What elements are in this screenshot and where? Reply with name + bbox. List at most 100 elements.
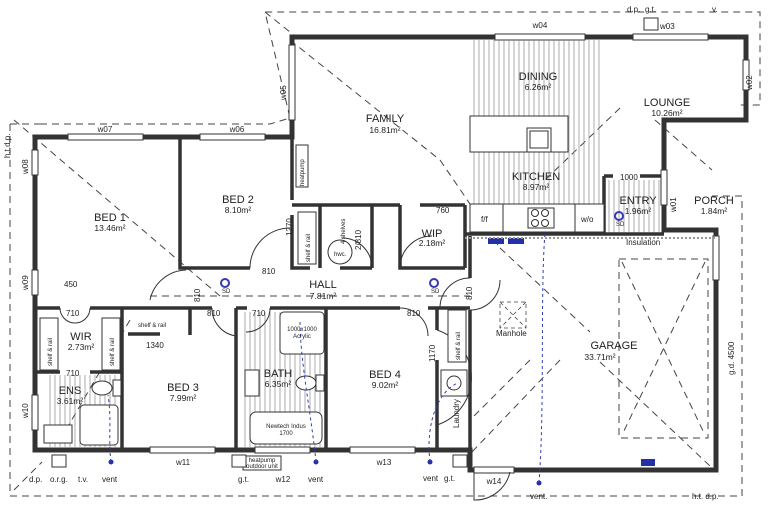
area-wir: 2.73m² (68, 342, 95, 352)
label-tv: t.v. (78, 475, 88, 484)
label-bath-model: Newtech Indus (266, 424, 306, 430)
label-htdp-left: h.t.d.p. (3, 134, 12, 158)
fixture-labels: shelf & rail 4 shelves hwc. heatpump she… (48, 159, 660, 470)
area-kitchen: 8.97m² (523, 182, 550, 192)
dim-1270: 1270 (285, 218, 294, 236)
smoke-detector-icon (220, 278, 230, 288)
gully-trap-icon (452, 454, 468, 468)
area-lounge: 10.26m² (651, 108, 682, 118)
dim-1340: 1340 (146, 341, 164, 350)
ens-vanity (43, 424, 73, 444)
area-ens: 3.61m² (57, 396, 84, 406)
label-shower-type: Acrylic (293, 334, 311, 340)
dim-2-810: 2/810 (354, 229, 363, 250)
dim-garage-door: g.d. 4500 (727, 341, 736, 375)
label-bath-length: 1700 (279, 431, 293, 437)
label-heatpump: heatpump (300, 159, 306, 186)
area-porch: 1.84m² (701, 206, 728, 216)
label-4-shelves: 4 shelves (341, 219, 347, 244)
room-bed2: BED 2 (222, 194, 254, 206)
label-vent-2: vent (308, 475, 324, 484)
area-wip: 2.18m² (419, 238, 446, 248)
dim-810-hall: 810 (193, 288, 202, 302)
label-w10: w10 (21, 403, 30, 419)
exterior-walls (32, 34, 749, 473)
label-vent-3: vent (423, 474, 439, 483)
label-gt-1: g.t. (238, 475, 249, 484)
label-w12: w12 (275, 475, 291, 484)
room-laundry: Laundry (452, 399, 461, 428)
label-manhole: Manhole (496, 329, 527, 338)
label-dp-bottom: d.p. (29, 475, 42, 484)
label-w04: w04 (532, 21, 548, 30)
label-shelf-rail-laundry: shelf & rail (456, 332, 462, 360)
room-porch: PORCH (694, 195, 734, 207)
label-w02: w02 (745, 75, 754, 91)
smoke-detector-icon (614, 211, 624, 221)
wir-shelf-right (101, 317, 121, 371)
heatpump-indoor (295, 144, 309, 188)
laundry-tub (440, 369, 468, 397)
label-w06: w06 (229, 125, 245, 134)
area-bath: 6.35m² (265, 379, 292, 389)
label-w13: w13 (376, 458, 392, 467)
window-labels: w04 w03 w02 w05 w07 w06 w08 w09 w10 w11 … (21, 21, 754, 486)
gully-trap-icon (51, 454, 67, 468)
garage-elements (465, 237, 716, 466)
label-w01: w01 (669, 197, 678, 213)
dim-710-wir: 710 (66, 309, 80, 318)
dim-810-garage: 810 (465, 286, 474, 300)
room-lounge: LOUNGE (644, 97, 690, 109)
room-kitchen: KITCHEN (512, 171, 560, 183)
label-gt-top: g.t. (645, 5, 656, 14)
label-insulation: Insulation (626, 238, 660, 247)
label-shelf-rail-wir-right: shelf & rail (110, 338, 116, 366)
area-hall: 7.81m² (310, 291, 337, 301)
room-entry: ENTRY (619, 195, 657, 207)
area-entry: 1.96m² (625, 206, 652, 216)
dim-810-bed2: 810 (262, 267, 276, 276)
windows (31, 33, 750, 474)
room-bed4: BED 4 (369, 369, 401, 381)
label-w08: w08 (21, 159, 30, 175)
label-shelf-rail-wir-left: shelf & rail (48, 338, 54, 366)
area-bed3: 7.99m² (170, 393, 197, 403)
label-vent-4: vent. (530, 492, 547, 501)
label-hwc: hwc. (334, 252, 347, 258)
area-bed2: 8.10m² (225, 205, 252, 215)
dim-1170: 1170 (428, 344, 437, 362)
bathroom-fixtures (39, 144, 468, 471)
area-family: 16.81m² (369, 125, 400, 135)
label-shelf-rail-linen: shelf & rail (306, 234, 312, 262)
label-w05: w05 (279, 85, 288, 101)
room-bath: BATH (264, 368, 293, 380)
gully-trap-icon (231, 454, 247, 468)
services (51, 17, 659, 486)
label-sd-entry: SD (616, 222, 625, 228)
label-vent-1: vent (102, 475, 118, 484)
label-shelf-rail-bed3: shelf & rail (138, 323, 166, 329)
kitchen-joinery (469, 115, 605, 244)
room-labels: FAMILY 16.81m² DINING 6.26m² LOUNGE 10.2… (57, 71, 734, 428)
dim-760: 760 (436, 206, 450, 215)
room-wir: WIR (70, 331, 91, 343)
bath-vanity (244, 369, 260, 397)
area-bed4: 9.02m² (372, 380, 399, 390)
label-wall-oven: w/o (580, 215, 594, 224)
room-dining: DINING (519, 71, 558, 83)
room-family: FAMILY (366, 113, 405, 125)
room-hall: HALL (309, 279, 337, 291)
service-labels: d.p. g.t. v. h.t.d.p. d.p. o.r.g. t.v. v… (3, 5, 719, 501)
gully-trap-icon (643, 17, 659, 31)
label-v-top: v. (712, 5, 718, 14)
cooktop (527, 207, 555, 229)
dim-710-ens: 710 (66, 369, 80, 378)
label-heatpump-outdoor-2: outdoor unit (246, 464, 278, 470)
area-dining: 6.26m² (525, 82, 552, 92)
label-htdp-right: h.t. d.p. (692, 492, 719, 501)
laundry-shelf (447, 309, 467, 363)
dim-450: 450 (64, 280, 78, 289)
linen-shelf (297, 211, 317, 265)
label-org: o.r.g. (50, 475, 68, 484)
